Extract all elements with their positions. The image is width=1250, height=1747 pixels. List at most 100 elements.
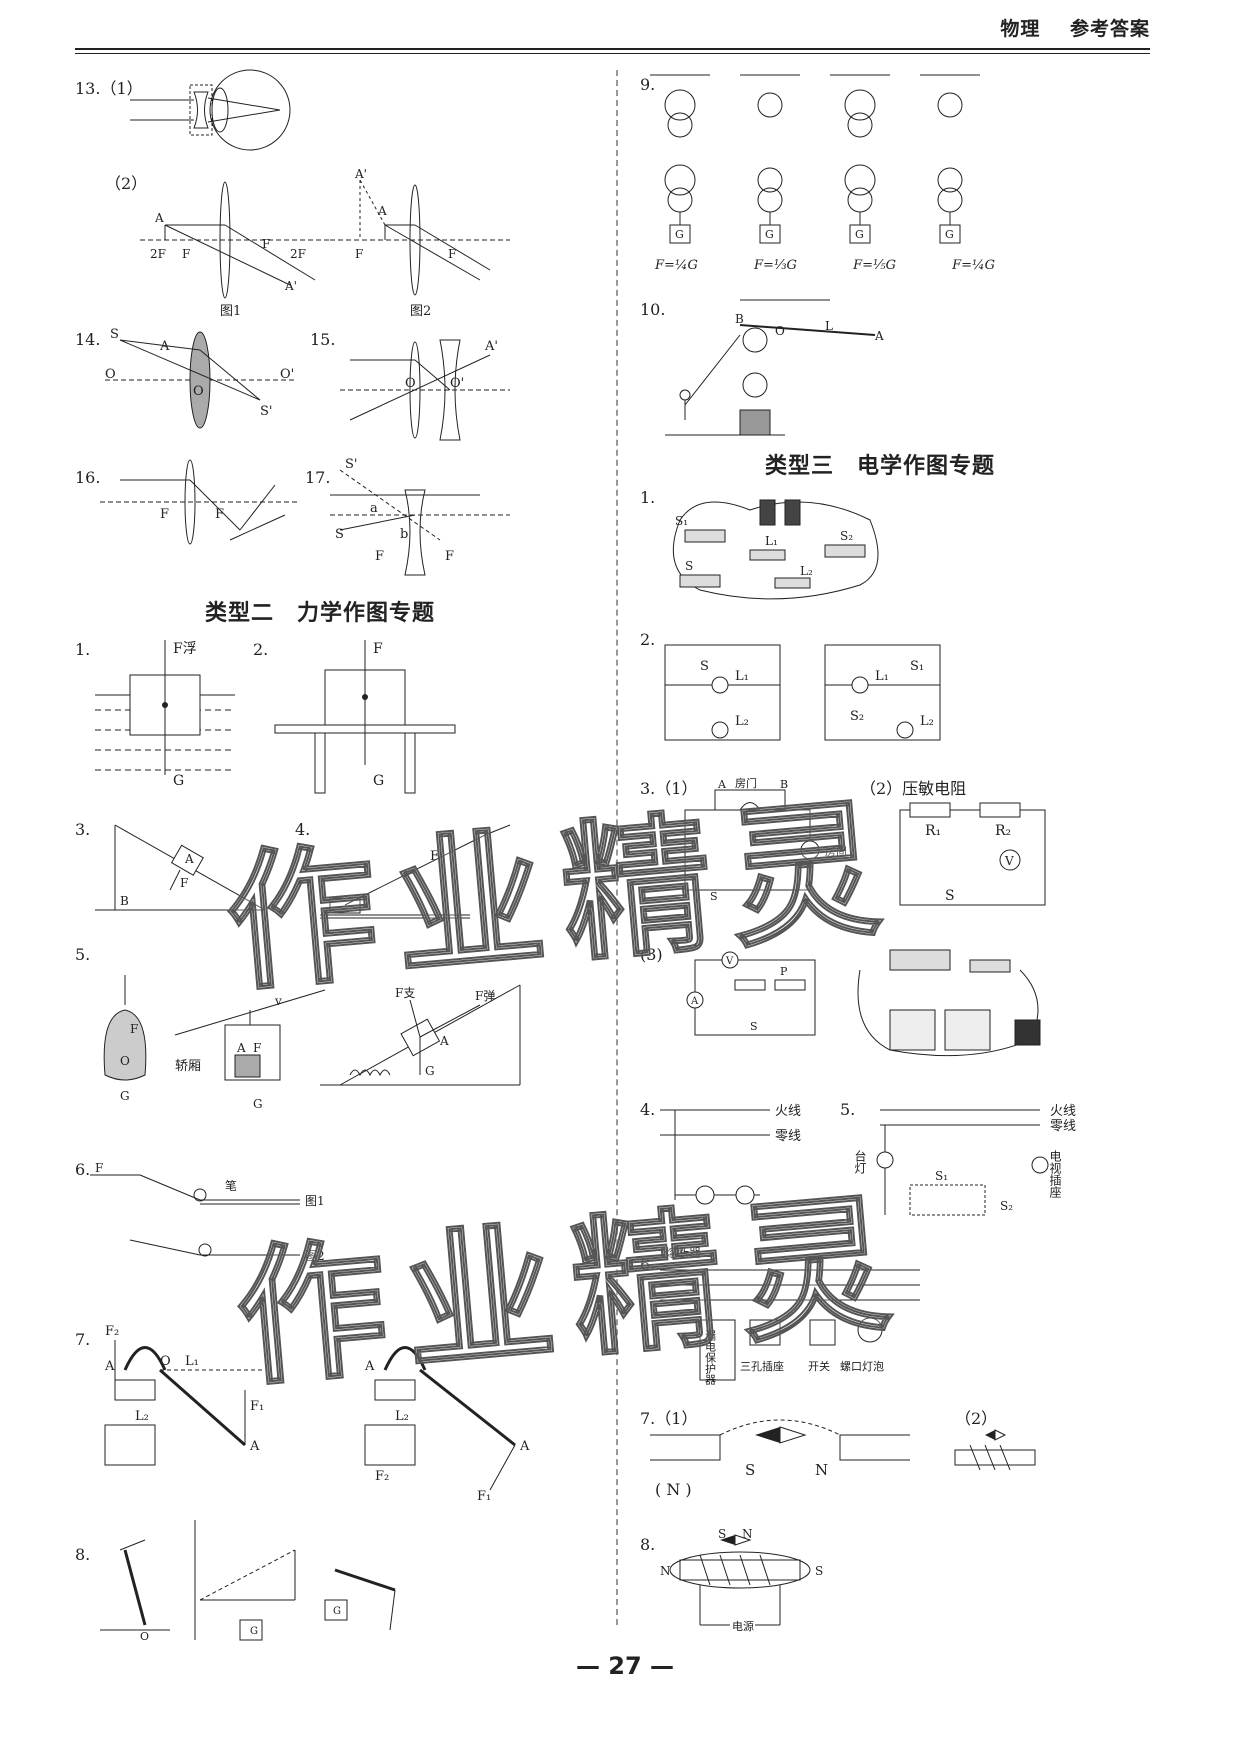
e7-north-answer: ( N ) <box>655 1480 692 1499</box>
q10-pulley-lever-diagram: BO LA <box>665 299 884 436</box>
svg-text:a: a <box>370 501 378 516</box>
svg-text:L₁: L₁ <box>875 669 889 684</box>
svg-text:F: F <box>375 549 384 564</box>
m4-drag-diagram: F <box>320 824 511 919</box>
q13-eye-diagram <box>130 69 291 151</box>
svg-text:F: F <box>373 641 383 657</box>
svg-text:O': O' <box>450 376 464 391</box>
page-header: 物理 参考答案 <box>978 14 1150 41</box>
svg-text:L₂: L₂ <box>735 714 749 729</box>
header-section: 参考答案 <box>1069 18 1150 40</box>
e8-power-label: 电源 <box>732 1619 754 1633</box>
svg-text:V: V <box>725 956 734 967</box>
e6-socket-label: 三孔插座 <box>740 1359 784 1373</box>
svg-text:G: G <box>945 228 954 241</box>
q9-label: 9. <box>640 75 656 94</box>
m6-label: 6. <box>75 1160 91 1179</box>
svg-text:A: A <box>439 1034 449 1048</box>
m7-label: 7. <box>75 1330 91 1349</box>
svg-text:L₁: L₁ <box>735 669 749 684</box>
q16-label: 16. <box>75 468 101 487</box>
q9-formula-1: F=¼G <box>655 258 698 273</box>
svg-text:F: F <box>182 247 190 261</box>
svg-text:F: F <box>160 507 169 522</box>
svg-text:G: G <box>855 228 864 241</box>
page-number-value: 27 <box>608 1652 642 1680</box>
svg-text:L₂: L₂ <box>135 1409 149 1424</box>
svg-text:O: O <box>140 1630 149 1643</box>
e3-room-label: 房间 <box>825 845 847 858</box>
m1-buoyancy-diagram: F浮G <box>95 640 235 789</box>
e5-lamp-label: 台灯 <box>853 1149 867 1175</box>
q15-label: 15. <box>310 330 336 349</box>
svg-text:S': S' <box>260 404 272 419</box>
q9-formula-2: F=⅓G <box>754 258 797 273</box>
svg-text:G: G <box>333 1606 341 1617</box>
e8-label: 8. <box>640 1535 656 1554</box>
svg-text:A: A <box>519 1439 530 1454</box>
svg-text:F: F <box>448 247 456 261</box>
e7-magnet-diagram: S N <box>650 1419 910 1479</box>
svg-text:图1: 图1 <box>305 1194 325 1208</box>
e6-fuse-label: 熔断器 <box>665 1245 701 1260</box>
m8-lever-diagram-3: G <box>324 1568 396 1631</box>
svg-text:A': A' <box>354 167 367 181</box>
svg-text:O: O <box>120 1054 130 1068</box>
svg-text:R₂: R₂ <box>995 823 1011 839</box>
svg-text:A': A' <box>484 339 498 354</box>
m2-table-diagram: FG <box>274 640 456 794</box>
svg-text:A: A <box>184 852 194 866</box>
svg-text:S₂: S₂ <box>840 529 853 543</box>
svg-text:S: S <box>945 888 955 904</box>
e3-lab-apparatus <box>857 949 1041 1057</box>
svg-text:S: S <box>718 1527 726 1541</box>
m5-label: 5. <box>75 945 91 964</box>
svg-text:F: F <box>180 876 188 890</box>
svg-text:P: P <box>780 965 788 978</box>
e5-tv-label: 电视插座 <box>1048 1150 1062 1199</box>
q9-formula-3: F=⅕G <box>853 258 896 273</box>
svg-text:2F: 2F <box>290 247 306 261</box>
e4-house-circuit: 火线 零线 <box>660 1104 801 1205</box>
svg-text:S₂: S₂ <box>850 709 864 724</box>
svg-text:A: A <box>154 211 164 225</box>
q13b-label: （2） <box>105 174 148 193</box>
m8-lever-diagram-2: G <box>194 1520 296 1641</box>
e1-label: 1. <box>640 488 656 507</box>
e5-zero-label: 零线 <box>1050 1119 1076 1134</box>
svg-text:图2: 图2 <box>305 1249 325 1263</box>
m5-bell-diagram: FOG <box>103 975 147 1103</box>
m8-label: 8. <box>75 1545 91 1564</box>
svg-text:G: G <box>253 1097 263 1111</box>
svg-text:O: O <box>105 367 116 382</box>
svg-text:F₁: F₁ <box>477 1489 491 1504</box>
svg-text:L₂: L₂ <box>395 1409 409 1424</box>
svg-text:F: F <box>445 549 454 564</box>
svg-text:L: L <box>825 319 833 333</box>
svg-text:S₁: S₁ <box>675 514 688 528</box>
svg-text:G: G <box>425 1064 435 1078</box>
svg-text:O: O <box>193 384 204 399</box>
m2-label: 2. <box>253 640 269 659</box>
fig2-caption: 图2 <box>410 304 432 319</box>
svg-text:F浮: F浮 <box>173 641 197 657</box>
m4-label: 4. <box>295 820 311 839</box>
header-rule <box>75 48 1150 50</box>
svg-text:G: G <box>373 773 384 789</box>
svg-text:V: V <box>1004 854 1014 868</box>
svg-text:S: S <box>710 890 718 903</box>
fig1-caption: 图1 <box>220 304 242 319</box>
q14-label: 14. <box>75 330 101 349</box>
e3-door-label: 房门 <box>735 776 757 790</box>
svg-text:L₂: L₂ <box>800 564 813 578</box>
svg-text:B: B <box>120 894 129 908</box>
header-rule-thin <box>75 53 1150 54</box>
svg-text:G: G <box>765 228 774 241</box>
svg-text:F: F <box>262 237 270 251</box>
